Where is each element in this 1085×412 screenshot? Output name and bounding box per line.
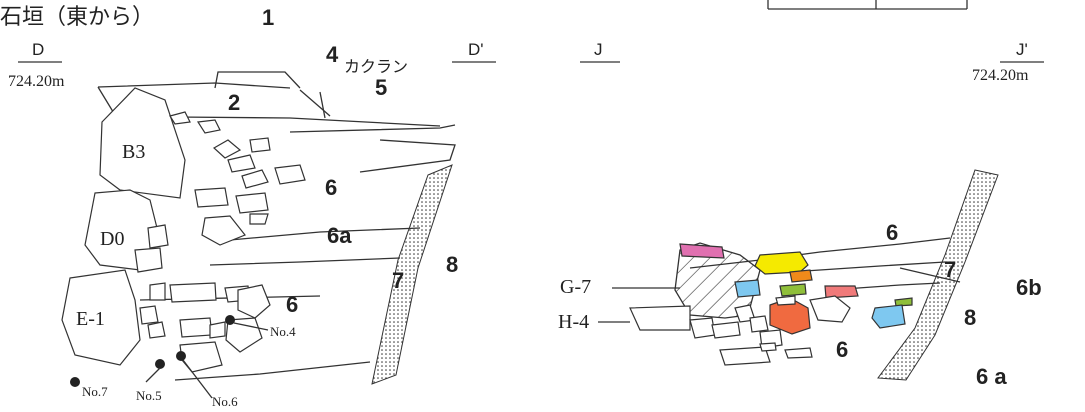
left-section: D 724.20m D' (8, 5, 496, 409)
stone-pink (679, 243, 725, 259)
elevation-j-label: 724.20m (972, 67, 1029, 84)
right-layer-6-label: 6 (886, 220, 898, 245)
stone-blue-2 (871, 304, 906, 329)
right-layer-7-label: 7 (944, 257, 956, 282)
layer-4-annotation: カクラン (344, 58, 408, 76)
layer-5-label: 5 (375, 75, 387, 100)
right-layer-6-lower-label: 6 (836, 337, 848, 362)
point-d-label: D (32, 40, 44, 59)
stone-b3-label: B3 (122, 141, 145, 163)
sample-no6-label: No.6 (212, 394, 238, 409)
point-j-label: J (594, 40, 603, 59)
right-layer-6a-label: 6 a (976, 364, 1007, 389)
right-section: J J' 724.20m (558, 40, 1044, 389)
sample-no7-label: No.7 (82, 384, 108, 399)
layer-7-label: 7 (392, 268, 404, 293)
stone-blue-1 (734, 279, 761, 298)
point-j-prime-label: J' (1016, 40, 1028, 59)
right-layer-6b-label: 6b (1016, 275, 1042, 300)
stone-orange (789, 269, 813, 283)
stone-h4-label: H-4 (558, 311, 589, 333)
point-d-prime-label: D' (468, 40, 484, 59)
elevation-d-label: 724.20m (8, 73, 65, 90)
right-layer-8-label: 8 (964, 305, 976, 330)
stone-green-2 (894, 297, 913, 307)
figure-title: 石垣（東から） (0, 4, 154, 29)
layer-8-label: 8 (446, 252, 458, 277)
stone-green-1 (779, 283, 807, 297)
layer-6-label: 6 (325, 175, 337, 200)
layer-4-label: 4 (326, 42, 339, 67)
stone-e1-label: E-1 (76, 308, 105, 330)
sample-no4-label: No.4 (270, 324, 296, 339)
layer-6-lower-label: 6 (286, 292, 298, 317)
sample-no5-label: No.5 (136, 388, 162, 403)
stone-d0-label: D0 (100, 228, 124, 250)
stone-g7-label: G-7 (560, 276, 591, 298)
stone-salmon (824, 285, 859, 299)
layer-2-label: 2 (228, 90, 240, 115)
layer-1-label: 1 (262, 5, 274, 30)
table-corner (767, 0, 968, 10)
layer-6a-label: 6a (327, 223, 352, 248)
